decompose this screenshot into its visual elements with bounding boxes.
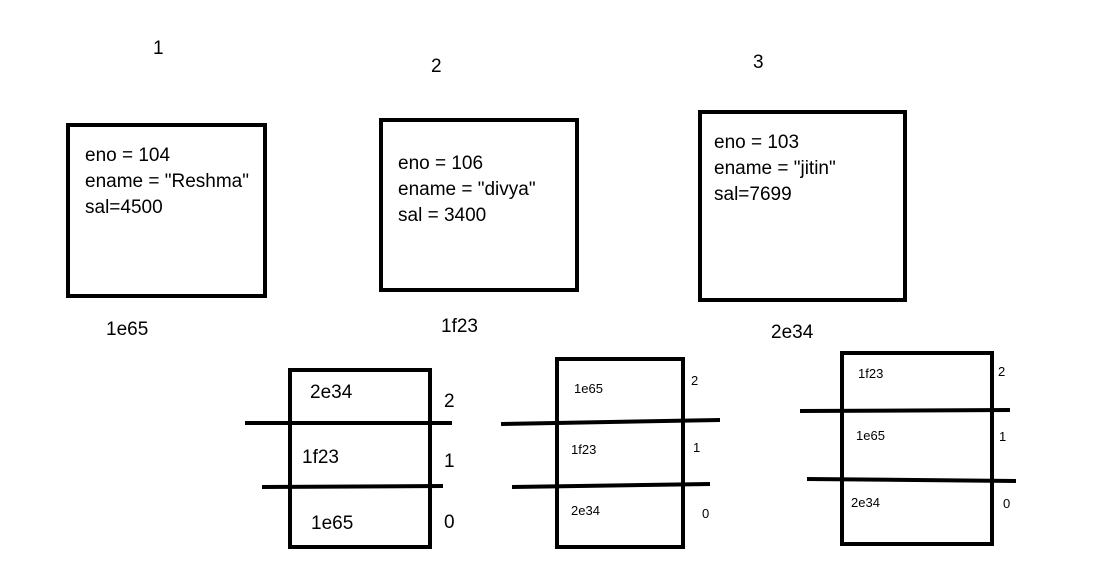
object-label-2: 2 — [431, 56, 442, 77]
stack-1-index-middle: 1 — [444, 451, 455, 472]
stack-box-3 — [840, 351, 994, 546]
stack-3-cell-bottom: 2e34 — [851, 495, 880, 510]
object-address-2: 1f23 — [441, 316, 478, 337]
stack-2-cell-bottom: 2e34 — [571, 503, 600, 518]
stack-2-cell-middle: 1f23 — [571, 442, 597, 457]
object-1-field-ename: ename = "Reshma" — [85, 171, 249, 192]
stack-1-cell-bottom: 1e65 — [311, 513, 354, 534]
object-3-field-eno: eno = 103 — [714, 132, 800, 153]
stack-2-index-top: 2 — [691, 373, 699, 388]
stack-3-index-bottom: 0 — [1003, 496, 1011, 511]
object-label-3: 3 — [753, 52, 764, 73]
stack-1-index-bottom: 0 — [444, 512, 455, 533]
object-2-field-ename: ename = "divya" — [398, 179, 536, 200]
object-3-field-sal: sal=7699 — [714, 184, 792, 205]
object-label-1: 1 — [153, 38, 164, 59]
stack-2-divider-top — [500, 418, 721, 426]
stack-3-index-top: 2 — [998, 364, 1006, 379]
object-3-field-ename: ename = "jitin" — [714, 158, 836, 179]
object-box-3 — [698, 110, 907, 302]
stack-1-cell-middle: 1f23 — [302, 447, 339, 468]
object-1-field-eno: eno = 104 — [85, 145, 171, 166]
stack-2-index-bottom: 0 — [702, 506, 710, 521]
stack-2-divider-bottom — [511, 482, 711, 489]
stack-3-divider-top — [799, 408, 1011, 413]
object-1-field-sal: sal=4500 — [85, 197, 163, 218]
object-address-1: 1e65 — [106, 319, 149, 340]
stack-2-index-middle: 1 — [693, 440, 701, 455]
stack-box-2 — [555, 357, 685, 549]
stack-box-1 — [288, 368, 432, 549]
object-2-field-eno: eno = 106 — [398, 153, 484, 174]
object-2-field-sal: sal = 3400 — [398, 205, 487, 226]
stack-3-cell-top: 1f23 — [858, 366, 884, 381]
stack-1-divider-bottom — [261, 484, 444, 489]
stack-3-cell-middle: 1e65 — [856, 428, 885, 443]
stack-2-cell-top: 1e65 — [574, 381, 603, 396]
stack-3-index-middle: 1 — [999, 429, 1007, 444]
stack-1-index-top: 2 — [444, 391, 455, 412]
stack-3-divider-bottom — [806, 477, 1017, 483]
stack-1-cell-top: 2e34 — [310, 382, 353, 403]
object-address-3: 2e34 — [771, 322, 814, 343]
object-box-1 — [66, 123, 267, 298]
object-box-2 — [379, 118, 579, 292]
